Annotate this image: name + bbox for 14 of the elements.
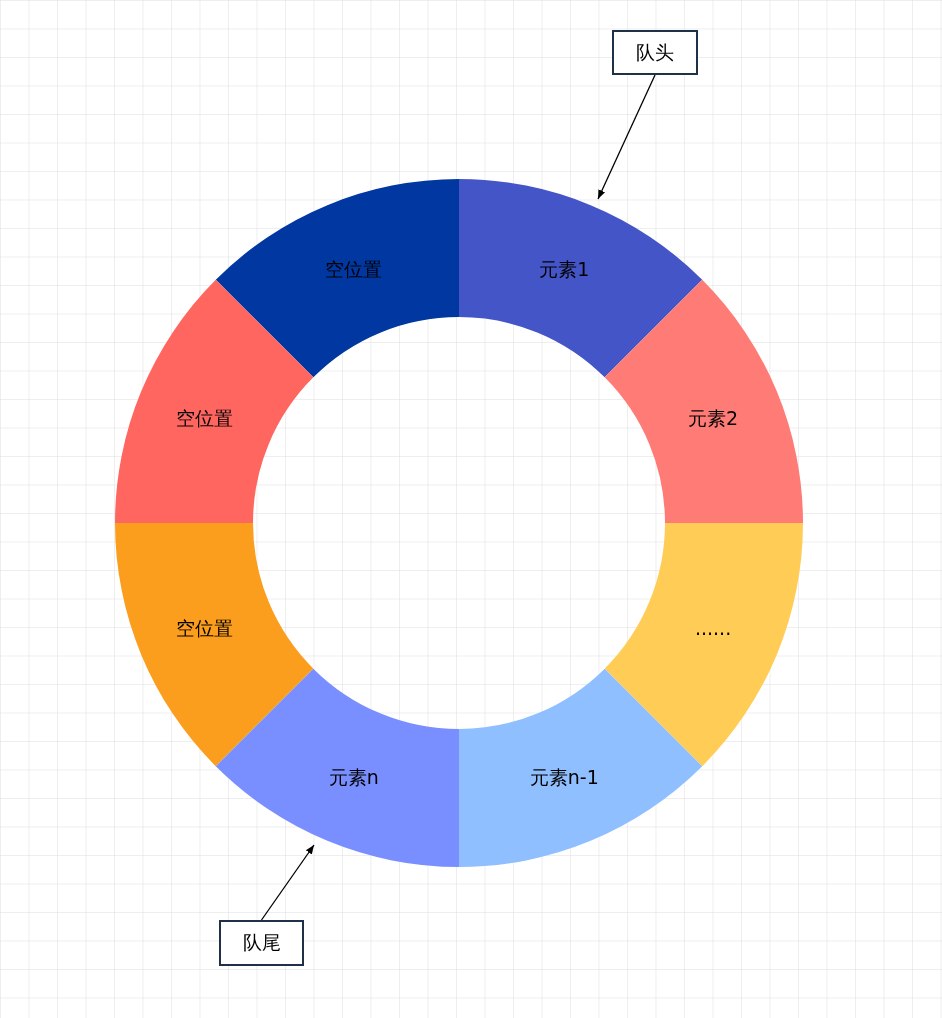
- segment-label: 元素2: [688, 406, 739, 429]
- segment-label: 空位置: [176, 406, 234, 429]
- segment-label: 空位置: [325, 257, 383, 280]
- segment-label: 元素1: [539, 257, 590, 280]
- leader-arrow: [260, 844, 315, 921]
- callout-box: [219, 920, 304, 966]
- segment-label: 元素n-1: [529, 766, 599, 789]
- segment-label: ......: [694, 617, 732, 640]
- callout-box: [612, 30, 698, 75]
- callout-label: 队头: [636, 39, 674, 65]
- leader-arrow: [597, 74, 656, 200]
- callout-label: 队尾: [242, 930, 281, 955]
- segment-label: 元素n: [328, 766, 379, 789]
- segment-label: 空位置: [176, 617, 234, 640]
